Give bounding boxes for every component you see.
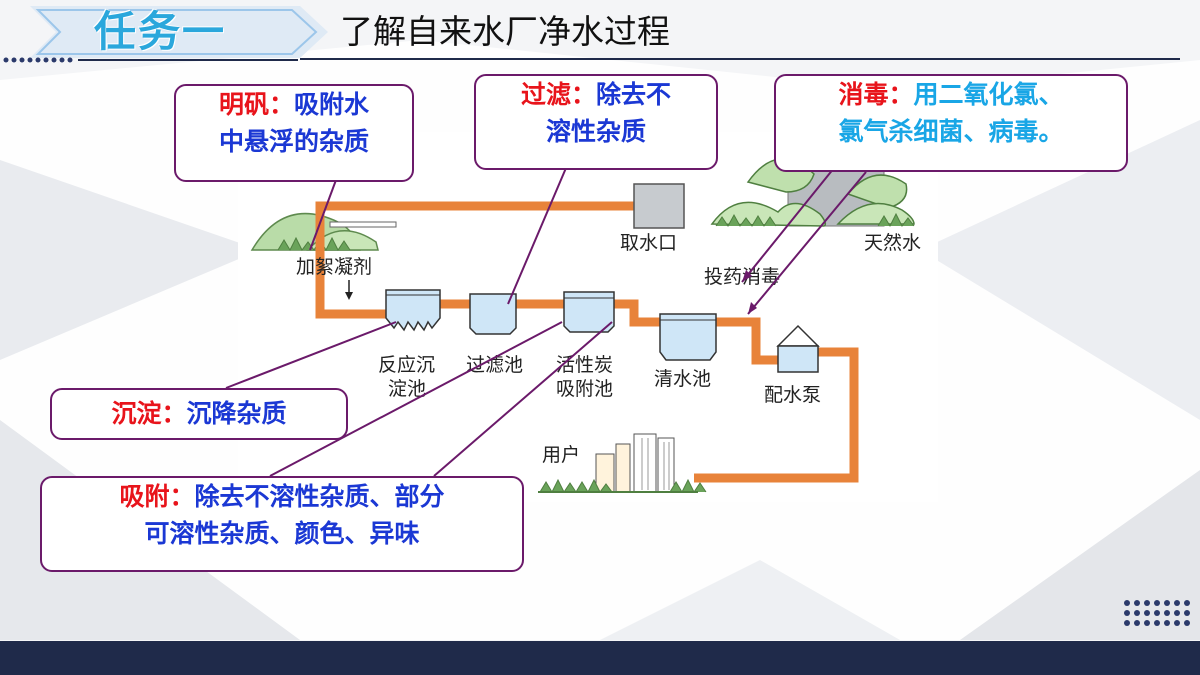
callout-alum-body-line1: 吸附水 <box>294 90 370 119</box>
callout-disinfect-body-line2: 氯气杀细菌、病毒。 <box>838 117 1064 146</box>
callout-filter-head: 过滤： <box>520 80 596 109</box>
page-title: 了解自来水厂净水过程 <box>340 12 670 51</box>
callout-settle: 沉淀：沉降杂质 <box>50 388 348 440</box>
callout-alum-body-line2: 中悬浮的杂质 <box>218 127 369 156</box>
label-carbon-tank-line1: 活性炭 <box>556 354 614 376</box>
label-coagulant: 加絮凝剂 <box>296 256 373 278</box>
label-dosing: 投药消毒 <box>704 266 781 288</box>
corner-dots <box>1124 600 1190 626</box>
diagram-artwork <box>238 132 938 502</box>
callout-filter-body-line2: 溶性杂质 <box>545 117 646 146</box>
callout-adsorb-head: 吸附： <box>119 482 195 511</box>
water-treatment-diagram: 取水口 天然水 加絮凝剂 反应沉 淀池 过滤池 活性炭 吸附池 清水池 投药消毒… <box>238 132 938 502</box>
label-clear-tank: 清水池 <box>654 368 712 390</box>
label-natural-water: 天然水 <box>864 232 922 254</box>
label-intake: 取水口 <box>620 232 678 254</box>
callout-filter-body-line1: 除去不 <box>596 80 672 109</box>
label-carbon-tank-line2: 吸附池 <box>556 378 614 400</box>
callout-settle-body: 沉降杂质 <box>186 399 287 428</box>
callout-adsorb-body-line2: 可溶性杂质、颜色、异味 <box>144 519 420 548</box>
callout-alum: 明矾：吸附水 中悬浮的杂质 <box>174 84 414 182</box>
header-dots <box>3 57 298 63</box>
callout-adsorb-body-line1: 除去不溶性杂质、部分 <box>194 482 445 511</box>
callout-disinfect: 消毒：用二氧化氯、 氯气杀细菌、病毒。 <box>774 74 1128 172</box>
task-badge-label: 任务一 <box>94 7 227 56</box>
callout-disinfect-body-line1: 用二氧化氯、 <box>913 80 1064 109</box>
callout-adsorb: 吸附：除去不溶性杂质、部分 可溶性杂质、颜色、异味 <box>40 476 524 572</box>
label-filter-tank: 过滤池 <box>466 354 524 376</box>
task-badge: 任务一 <box>30 6 330 58</box>
callout-alum-head: 明矾： <box>218 90 294 119</box>
callout-disinfect-head: 消毒： <box>838 80 914 109</box>
footer-bar <box>0 641 1200 675</box>
label-users: 用户 <box>542 444 581 466</box>
label-reaction-tank-line1: 反应沉 <box>378 354 436 376</box>
callout-settle-head: 沉淀： <box>111 399 187 428</box>
header-rule <box>300 58 1180 60</box>
callout-filter: 过滤：除去不 溶性杂质 <box>474 74 718 170</box>
label-pump: 配水泵 <box>764 384 822 406</box>
label-reaction-tank-line2: 淀池 <box>388 378 427 400</box>
